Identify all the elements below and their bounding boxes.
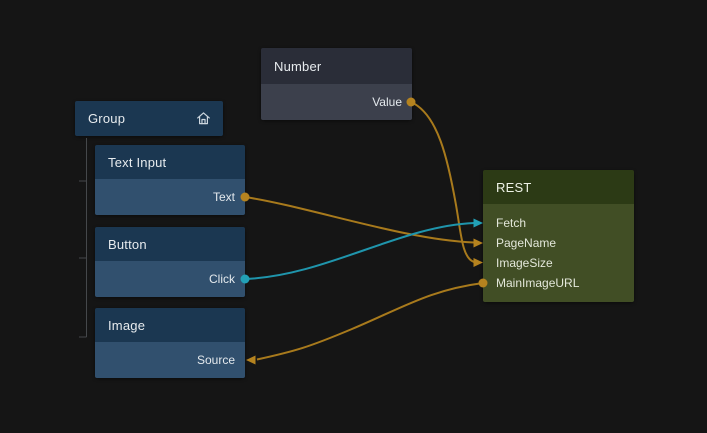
node-group[interactable]: Group xyxy=(75,101,223,136)
port-label-text: Text xyxy=(212,190,235,204)
node-number[interactable]: Number Value xyxy=(261,48,412,120)
port-label-source: Source xyxy=(196,353,235,367)
port-label-click: Click xyxy=(209,272,235,286)
node-rest-title: REST xyxy=(496,179,532,195)
node-group-title: Group xyxy=(88,111,126,126)
port-row-source[interactable]: Source xyxy=(95,342,245,378)
port-label-mainimageurl: MainImageURL xyxy=(496,276,580,290)
node-image-title: Image xyxy=(108,317,146,333)
port-row-click[interactable]: Click xyxy=(95,261,245,297)
node-button-title: Button xyxy=(108,236,147,252)
wire-value-to-imagesize[interactable] xyxy=(410,101,475,263)
node-number-title: Number xyxy=(274,58,322,74)
wire-text-to-pagename[interactable] xyxy=(244,196,475,244)
port-arrow-fetch[interactable] xyxy=(473,218,484,228)
home-icon[interactable] xyxy=(195,110,212,127)
port-row-pagename[interactable]: PageName xyxy=(483,233,634,253)
port-label-value: Value xyxy=(372,95,402,109)
port-row-mainimageurl[interactable]: MainImageURL xyxy=(483,273,634,293)
node-button[interactable]: Button Click xyxy=(95,227,245,297)
port-arrow-imagesize[interactable] xyxy=(473,258,484,267)
group-hierarchy-line xyxy=(79,138,87,338)
port-row-text[interactable]: Text xyxy=(95,179,245,215)
port-arrow-pagename[interactable] xyxy=(473,238,484,248)
port-arrow-source[interactable] xyxy=(246,355,256,365)
port-label-pagename: PageName xyxy=(496,236,557,250)
port-row-imagesize[interactable]: ImageSize xyxy=(483,253,634,273)
port-label-fetch: Fetch xyxy=(496,216,527,230)
wire-click-to-fetch[interactable] xyxy=(244,222,475,280)
port-row-value[interactable]: Value xyxy=(261,84,412,120)
node-text-input[interactable]: Text Input Text xyxy=(95,145,245,215)
port-row-fetch[interactable]: Fetch xyxy=(483,213,634,233)
node-rest[interactable]: REST Fetch PageName ImageSize MainImageU… xyxy=(483,170,634,302)
node-image[interactable]: Image Source xyxy=(95,308,245,378)
port-label-imagesize: ImageSize xyxy=(496,256,553,270)
wire-mainimageurl-to-source[interactable] xyxy=(256,282,484,361)
node-text-input-title: Text Input xyxy=(108,154,167,170)
